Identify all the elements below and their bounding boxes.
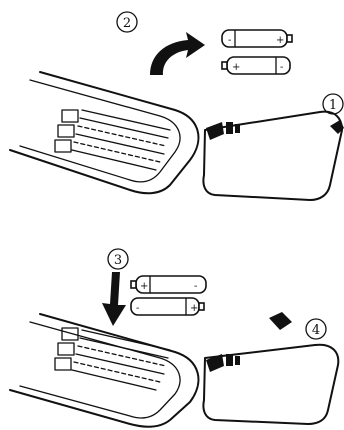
- svg-text:-: -: [136, 303, 139, 314]
- step-1-label: 1: [322, 93, 344, 115]
- battery-compartment-bottom: [54, 327, 171, 391]
- push-arrow-icon: [269, 312, 292, 330]
- panel-remove-cover: 2 - + + -: [9, 11, 344, 201]
- remote-body-top: [9, 71, 200, 195]
- svg-text:-: -: [280, 62, 283, 73]
- battery-upper: + -: [130, 275, 207, 294]
- step-2-number: 2: [123, 16, 131, 31]
- curved-arrow-icon: [150, 32, 205, 75]
- battery-cover-top: [202, 110, 343, 201]
- battery-lower: + -: [221, 56, 291, 75]
- step-3-number: 3: [114, 253, 122, 268]
- battery-lower: - +: [130, 297, 205, 316]
- remote-body-bottom: [9, 313, 200, 428]
- down-arrow-icon: [102, 272, 126, 326]
- step-3-label: 3: [107, 248, 129, 270]
- battery-cover-bottom: [202, 343, 340, 425]
- battery-pair-bottom: + - - +: [130, 275, 207, 316]
- svg-text:+: +: [232, 62, 240, 73]
- battery-pair-top: - + + -: [221, 29, 293, 75]
- step-4-label: 4: [305, 318, 327, 340]
- battery-compartment-top: [54, 109, 171, 171]
- svg-text:-: -: [194, 281, 197, 292]
- panel-insert-batteries: 3 + - - +: [9, 248, 340, 428]
- svg-text:+: +: [276, 35, 284, 46]
- step-2-label: 2: [116, 11, 138, 33]
- svg-text:-: -: [228, 35, 231, 46]
- step-4-number: 4: [312, 323, 320, 338]
- battery-upper: - +: [221, 29, 293, 48]
- svg-text:+: +: [140, 281, 148, 292]
- step-1-number: 1: [329, 98, 337, 113]
- svg-text:+: +: [190, 303, 198, 314]
- push-arrow-icon: [330, 120, 344, 134]
